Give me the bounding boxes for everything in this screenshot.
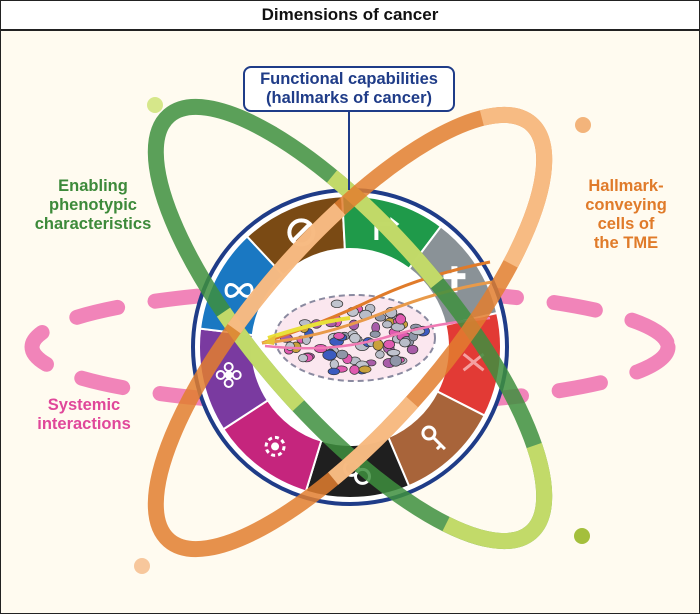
tumor-cell bbox=[329, 359, 339, 370]
cog-cell-icon bbox=[264, 435, 286, 457]
enabling-label-line3: characteristics bbox=[34, 214, 152, 233]
tumor-cell bbox=[333, 332, 345, 340]
tumor-cell bbox=[369, 330, 381, 338]
tumor-cell bbox=[330, 299, 344, 309]
tumor-cell bbox=[298, 353, 308, 363]
enabling-label-line2: phenotypic bbox=[48, 195, 137, 214]
figure-title: Dimensions of cancer bbox=[1, 1, 699, 31]
tumor-cell bbox=[375, 350, 385, 359]
enabling-orbit bbox=[147, 98, 553, 550]
cross-icon bbox=[443, 266, 466, 293]
tumor-cell bbox=[349, 364, 360, 375]
systemic-label-line2: interactions bbox=[37, 414, 131, 433]
tumor-cell bbox=[399, 337, 411, 348]
key-icon bbox=[421, 425, 446, 451]
systemic-label-line1: Systemic bbox=[47, 396, 121, 414]
tme-label-line1: Hallmark- bbox=[588, 177, 664, 195]
tme-label-line2: conveying bbox=[585, 195, 667, 214]
tumor-cell bbox=[389, 355, 402, 367]
tumor-cell bbox=[395, 314, 407, 325]
tumor-cell bbox=[406, 344, 419, 355]
tumor-cell bbox=[383, 339, 396, 350]
systemic-interactions-label: Systemic interactions bbox=[22, 396, 146, 434]
functional-label-line1: Functional capabilities bbox=[260, 70, 438, 89]
hallmark-conveying-cells-label: Hallmark- conveying cells of the TME bbox=[570, 177, 682, 253]
tme-orbit bbox=[147, 106, 553, 558]
enabling-label-line1: Enabling bbox=[58, 177, 128, 195]
enabling-characteristics-label: Enabling phenotypic characteristics bbox=[22, 177, 164, 234]
wheel-segments bbox=[198, 195, 502, 499]
tumor-cell bbox=[327, 367, 340, 376]
functional-capabilities-label: Functional capabilities (hallmarks of ca… bbox=[243, 66, 455, 112]
tme-label-line3: cells of bbox=[597, 214, 655, 233]
tme-label-line4: the TME bbox=[593, 233, 659, 252]
tumor-cell bbox=[387, 349, 401, 357]
functional-label-line2: (hallmarks of cancer) bbox=[266, 89, 432, 107]
tumor-cell bbox=[382, 320, 393, 329]
tumor-cluster bbox=[261, 260, 493, 382]
flower-cell-icon bbox=[215, 362, 242, 389]
tumor-cell bbox=[349, 333, 361, 344]
tumor-cell bbox=[336, 349, 349, 360]
tumor-cell bbox=[358, 365, 372, 374]
